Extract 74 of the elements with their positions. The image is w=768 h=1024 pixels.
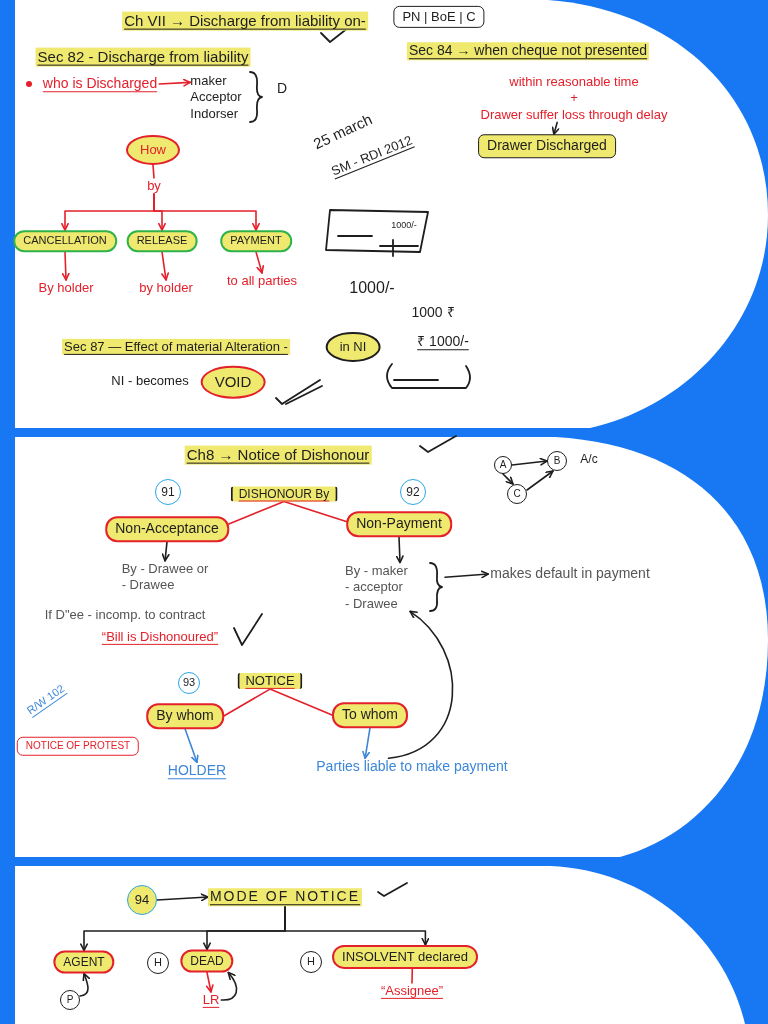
handwritten-note: by holder [137, 279, 195, 297]
handwritten-note: to all parties [224, 272, 300, 290]
list-item: maker [190, 72, 227, 89]
section-heading: Sec 87 — Effect of material Alteration - [62, 338, 290, 356]
cloud-bubble: RELEASE [126, 230, 198, 252]
handwritten-note: LR [200, 991, 222, 1009]
bracketed-heading: DISHONOUR By [230, 486, 338, 502]
arrow [526, 470, 554, 491]
list-item: - acceptor [345, 578, 403, 596]
cloud-bubble: Non-Acceptance [105, 516, 229, 542]
list-item: Indorser [190, 105, 239, 122]
connector-line [411, 968, 414, 984]
connector-line [269, 688, 333, 716]
arrow [362, 727, 371, 760]
handwritten-note: within reasonable time [509, 73, 639, 90]
boxed-note: Drawer Discharged [478, 134, 616, 158]
section-heading: Sec 82 - Discharge from liability [35, 47, 251, 67]
handwritten-note: 1000/- [348, 278, 396, 298]
handwritten-note: by [145, 177, 163, 195]
handwritten-note: 1000/- [390, 220, 418, 232]
arrow [184, 728, 199, 764]
handwritten-note: HOLDER [165, 762, 229, 780]
arrow [61, 251, 70, 281]
connector-line [283, 500, 347, 523]
handwritten-note: ₹ 1000/- [416, 333, 470, 351]
handwritten-note: Parties liable to make payment [314, 758, 510, 776]
arrow [255, 251, 265, 274]
list-item: - Drawee [121, 577, 175, 594]
list-item: By - maker [345, 562, 408, 579]
connector-line [152, 164, 155, 179]
handwritten-note: NI - becomes [110, 372, 190, 390]
arrow [156, 893, 209, 902]
arrow [387, 610, 454, 760]
arrow [502, 473, 514, 485]
handwritten-note: R/W 102 [23, 681, 68, 719]
arrow [153, 193, 260, 231]
cloud-bubble: Non-Payment [346, 511, 452, 537]
handwritten-note: A/c [579, 451, 599, 467]
handwritten-note: + [570, 89, 578, 107]
arrow [161, 541, 170, 562]
chapter-heading: Ch8 → Notice of Dishonour [184, 445, 372, 465]
list-item: Acceptor [190, 88, 242, 106]
list-item: - Drawee [345, 595, 398, 612]
arrow [551, 121, 560, 136]
cloud-bubble: CANCELLATION [13, 230, 117, 252]
handwritten-note: D [275, 80, 289, 98]
handwritten-note: By holder [36, 279, 96, 297]
handwritten-note: 1000 ₹ [410, 304, 456, 322]
handwritten-note: If D"ee - incomp. to contract [43, 606, 207, 624]
handwritten-note: makes default in payment [488, 565, 652, 583]
highlighted-heading: MODE OF NOTICE [207, 888, 363, 906]
connector-line [228, 500, 285, 525]
handwritten-note: “Assignee” [378, 982, 446, 1000]
arrow [220, 971, 238, 1001]
arrow [511, 457, 548, 466]
arrow [284, 905, 430, 946]
arrow [79, 972, 91, 997]
connector-line [223, 688, 271, 717]
handwritten-note: Drawer suffer loss through delay [480, 106, 668, 123]
list-item: By - Drawee or [121, 560, 209, 577]
arrow [444, 570, 489, 579]
arrow [205, 971, 214, 993]
cloud-bubble: To whom [332, 702, 408, 728]
cloud-bubble: AGENT [53, 950, 115, 974]
arrow [161, 251, 170, 281]
arrow [395, 536, 404, 564]
handwritten-note: “Bill is Dishonoured” [100, 628, 220, 646]
cloud-bubble: PAYMENT [220, 230, 292, 252]
section-heading: Sec 84 → when cheque not presented [406, 42, 650, 60]
cloud-bubble: DEAD [180, 949, 234, 973]
arrow [158, 78, 192, 87]
chapter-heading: Ch VII → Discharge from liability on- [122, 11, 368, 31]
handwritten-note: who is Discharged [40, 75, 160, 93]
cloud-bubble: By whom [146, 703, 224, 729]
